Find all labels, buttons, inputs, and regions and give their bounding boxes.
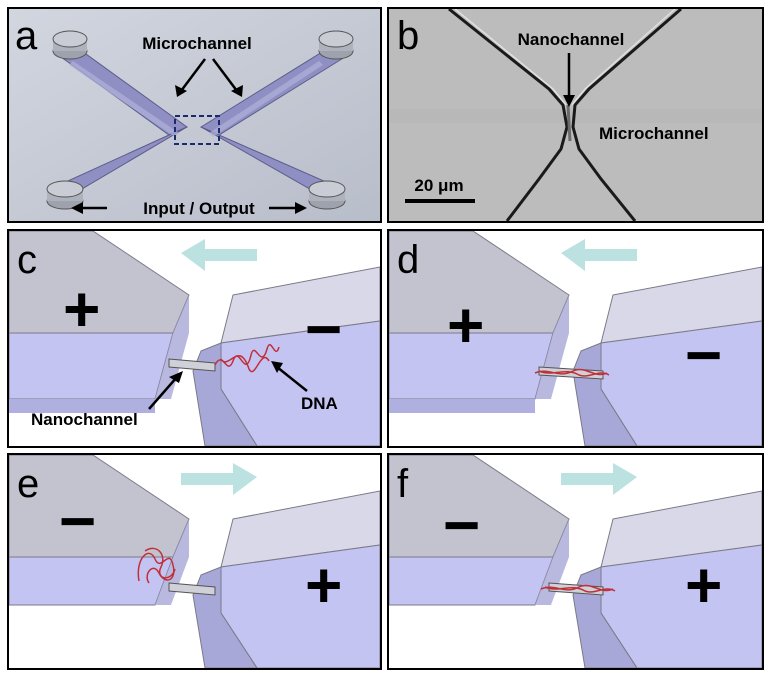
panel-c: + − Nanochannel DNA c [7, 229, 382, 448]
dna-coil [214, 344, 280, 373]
panel-label-f: f [397, 462, 409, 506]
right-electrode-sign: + [685, 549, 722, 621]
flow-arrow [181, 463, 257, 495]
microchannel-arms [57, 48, 347, 194]
left-electrode-sign: − [443, 489, 480, 561]
right-electrode-sign: − [685, 319, 722, 391]
micrograph: Nanochannel Microchannel 20 μm b [389, 9, 762, 221]
panel-label-e: e [17, 462, 39, 506]
panel-d: + − d [387, 229, 764, 448]
dna-coil [137, 547, 176, 584]
right-microchannel [572, 266, 762, 446]
reservoir-top-left [52, 30, 88, 60]
panel-e: − + e [7, 453, 382, 670]
right-electrode-sign: + [305, 549, 342, 621]
junction-diagram-d: + − d [389, 231, 762, 446]
left-microchannel [389, 231, 570, 413]
flow-arrow [181, 239, 257, 271]
input-output-label: Input / Output [143, 199, 255, 218]
scale-bar-label: 20 μm [414, 176, 463, 195]
panel-label-a: a [15, 14, 38, 58]
reservoir-bottom-left [46, 180, 84, 210]
microchannel-label: Microchannel [142, 34, 252, 53]
nanochannel-label: Nanochannel [518, 30, 625, 49]
dna-stretched [540, 584, 616, 593]
right-microchannel [192, 266, 380, 446]
junction-diagram-e: − + e [9, 455, 380, 668]
panel-b: Nanochannel Microchannel 20 μm b [387, 7, 764, 223]
left-microchannel [9, 455, 190, 606]
dna-stretched [534, 368, 610, 377]
panel-f: − + f [387, 453, 764, 670]
reservoir-bottom-right [308, 180, 346, 210]
dna-label: DNA [301, 394, 338, 413]
panel-label-b: b [397, 14, 419, 58]
right-microchannel [572, 490, 762, 668]
junction-diagram-c: + − Nanochannel DNA c [9, 231, 380, 446]
nanochannel [168, 358, 216, 372]
microchannel-arrows [180, 58, 238, 92]
left-electrode-sign: + [447, 289, 484, 361]
microchannel-label-b: Microchannel [599, 124, 709, 143]
left-electrode-sign: + [63, 273, 100, 345]
left-microchannel [389, 455, 570, 606]
right-electrode-sign: − [305, 293, 342, 365]
panel-label-c: c [17, 238, 37, 282]
nanochannel-label-c: Nanochannel [31, 410, 138, 429]
nanochannel-region-box [174, 115, 220, 145]
nanochannel-line [566, 104, 572, 142]
flow-arrow [561, 463, 637, 495]
panel-a: Microchannel Input / Output a [7, 7, 382, 223]
chip-schematic: Microchannel Input / Output a [9, 9, 380, 221]
left-microchannel [9, 231, 190, 413]
junction-diagram-f: − + f [389, 455, 762, 668]
reservoir-top-right [318, 30, 354, 60]
channel-walls [448, 9, 682, 221]
left-electrode-sign: − [59, 485, 96, 557]
panel-label-d: d [397, 238, 419, 282]
right-microchannel [192, 490, 380, 668]
flow-arrow [561, 239, 637, 271]
nanochannel [168, 582, 216, 596]
